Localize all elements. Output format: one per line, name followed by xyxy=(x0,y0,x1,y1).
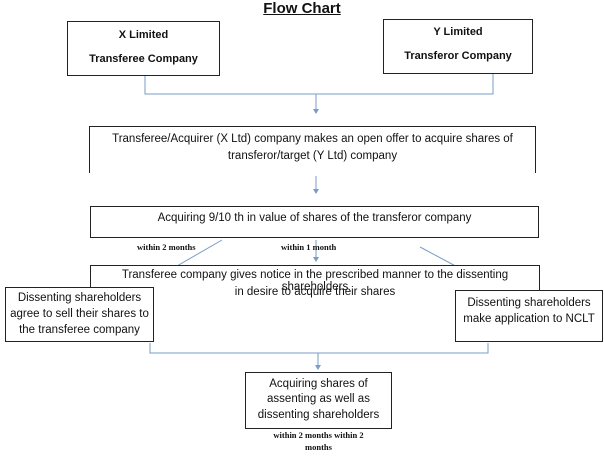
notice-line2: in desire to acquire their shares xyxy=(234,286,396,298)
arrow-down-icon xyxy=(313,257,319,262)
agree-line2: agree to sell their shares to xyxy=(10,308,149,320)
connector-top-bracket xyxy=(144,74,494,95)
final-line1: Acquiring shares of xyxy=(269,378,368,390)
x-limited-box: X Limited Transferee Company xyxy=(67,21,220,76)
agree-line3: the transferee company xyxy=(19,324,140,336)
y-limited-name: Y Limited xyxy=(433,26,483,38)
nclt-application-box: Dissenting shareholders make application… xyxy=(455,290,603,342)
page-title: Flow Chart xyxy=(263,0,341,17)
bottom-timing-line2: months xyxy=(305,442,332,452)
arrow-down-icon xyxy=(313,109,319,114)
open-offer-line2: transferor/target (Y Ltd) company xyxy=(227,150,398,162)
timing-left-label: within 2 months xyxy=(137,242,196,252)
nclt-line1: Dissenting shareholders xyxy=(467,297,591,309)
open-offer-line1: Transferee/Acquirer (X Ltd) company make… xyxy=(112,133,513,145)
timing-center-label: within 1 month xyxy=(281,242,337,252)
open-offer-box: Transferee/Acquirer (X Ltd) company make… xyxy=(89,126,536,173)
acquiring-text: Acquiring 9/10 th in value of shares of … xyxy=(157,212,472,224)
x-limited-name: X Limited xyxy=(118,29,169,41)
bottom-timing-line1: within 2 months within 2 xyxy=(273,430,364,440)
agree-line1: Dissenting shareholders xyxy=(17,292,142,304)
arrow-down-icon xyxy=(313,189,319,194)
final-line2: assenting as well as xyxy=(267,393,370,405)
nclt-line2: make application to NCLT xyxy=(463,313,595,325)
connector-bottom-bracket xyxy=(149,343,489,354)
final-line3: dissenting shareholders xyxy=(257,409,380,421)
y-limited-box: Y Limited Transferor Company xyxy=(383,19,533,74)
notice-line1: Transferee company gives notice in the p… xyxy=(121,269,509,293)
y-limited-role: Transferor Company xyxy=(404,50,512,62)
acquiring-nine-tenths-box: Acquiring 9/10 th in value of shares of … xyxy=(90,206,539,238)
dissenting-agree-box: Dissenting shareholders agree to sell th… xyxy=(5,287,154,342)
arrow-down-icon xyxy=(315,365,321,370)
x-limited-role: Transferee Company xyxy=(89,53,198,65)
final-acquisition-box: Acquiring shares of assenting as well as… xyxy=(245,372,392,429)
